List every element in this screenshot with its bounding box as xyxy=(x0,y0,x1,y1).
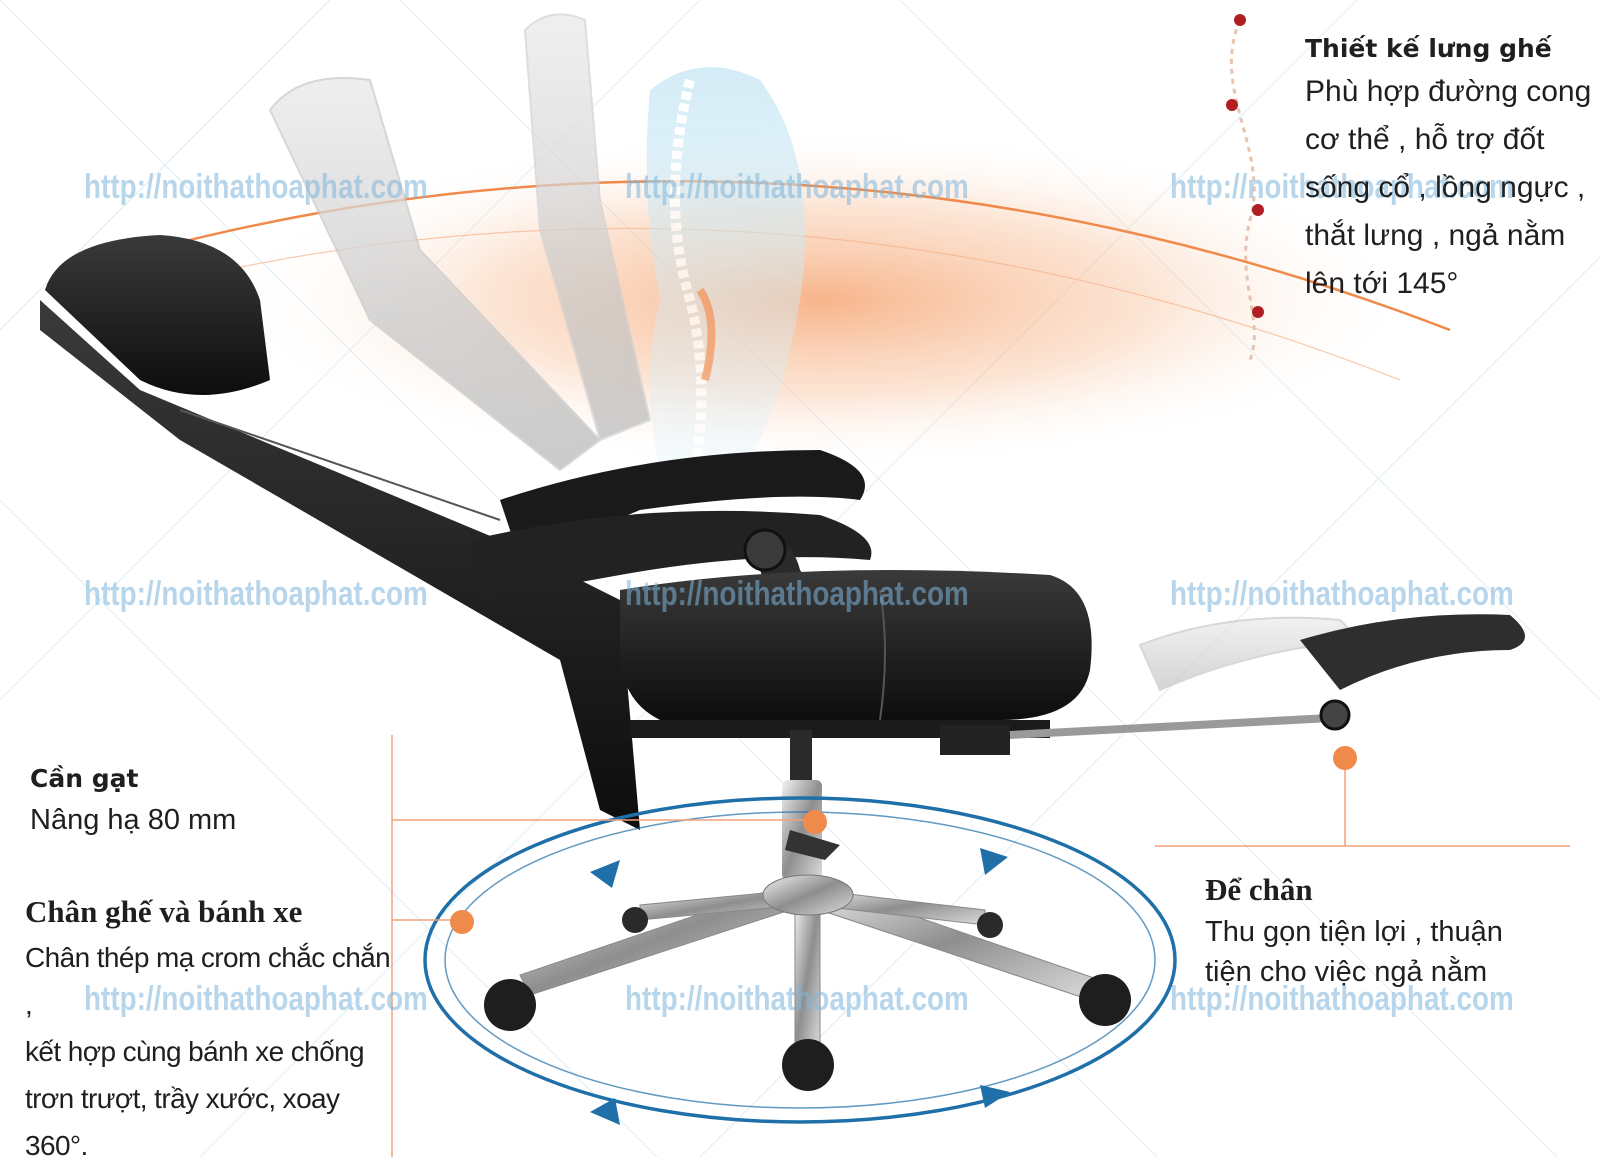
spine-icon xyxy=(1229,19,1256,361)
reclining-chair-illustration xyxy=(40,235,1525,880)
base-line: trơn trượt, trầy xước, xoay 360°. xyxy=(25,1083,340,1161)
callout-lines xyxy=(391,735,1570,1157)
watermark: http://noithathoaphat.com xyxy=(84,575,428,613)
lever-line: Nâng hạ 80 mm xyxy=(30,804,237,836)
ghost-backrest-2 xyxy=(523,13,652,442)
base-callout: Chân ghế và bánh xe Chân thép mạ crom ch… xyxy=(25,890,395,1169)
watermark: http://noithathoaphat.com xyxy=(625,575,969,613)
callout-dot-lever xyxy=(803,810,827,834)
human-silhouette xyxy=(646,67,805,471)
rotation-arrows-icon xyxy=(423,796,1177,1125)
watermark: http://noithathoaphat.com xyxy=(84,980,428,1018)
backrest-line: thắt lưng , ngả nằm xyxy=(1305,219,1566,252)
footrest-callout: Để chân Thu gọn tiện lợi , thuận tiện ch… xyxy=(1205,868,1585,992)
backrest-line: lên tới 145° xyxy=(1305,267,1459,300)
watermark: http://noithathoaphat.com xyxy=(1170,980,1514,1018)
footrest-title: Để chân xyxy=(1205,872,1313,907)
base-line: Chân thép mạ crom chắc chắn , xyxy=(25,942,391,1020)
lever-title: Cần gạt xyxy=(30,764,139,793)
backrest-line: Phù hợp đường cong xyxy=(1305,75,1592,108)
backrest-line: cơ thể , hỗ trợ đốt xyxy=(1305,123,1545,156)
chair-base xyxy=(484,874,1131,1091)
watermark: http://noithathoaphat.com xyxy=(1170,575,1514,613)
watermark: http://noithathoaphat.com xyxy=(84,168,428,206)
watermark: http://noithathoaphat.com xyxy=(1170,168,1514,206)
backrest-callout: Thiết kế lưng ghế Phù hợp đường cong cơ … xyxy=(1305,30,1595,308)
callout-dot-base xyxy=(450,910,474,934)
base-title: Chân ghế và bánh xe xyxy=(25,894,303,929)
base-line: kết hợp cùng bánh xe chống xyxy=(25,1036,365,1067)
backrest-title: Thiết kế lưng ghế xyxy=(1305,34,1552,63)
callout-dot-footrest xyxy=(1333,746,1357,770)
backrest-line: sống cổ , lồng ngực , xyxy=(1305,171,1586,204)
watermark: http://noithathoaphat.com xyxy=(625,168,969,206)
footrest-line: tiện cho việc ngả nằm xyxy=(1205,956,1488,988)
watermark: http://noithathoaphat.com xyxy=(625,980,969,1018)
footrest-line: Thu gọn tiện lợi , thuận xyxy=(1205,916,1503,948)
lever-callout: Cần gạt Nâng hạ 80 mm xyxy=(30,760,360,842)
